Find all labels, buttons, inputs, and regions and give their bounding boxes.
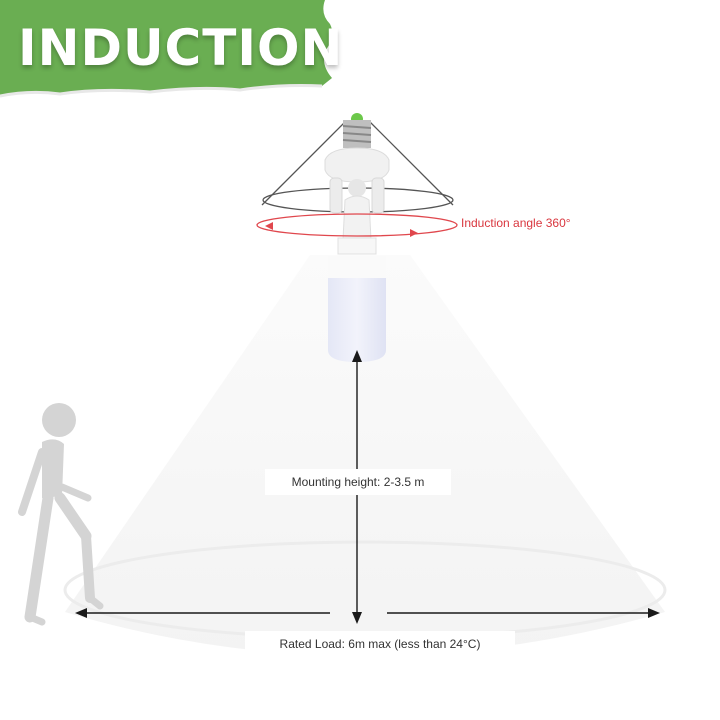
rated-load-label: Rated Load: 6m max (less than 24°C): [245, 631, 515, 657]
induction-angle-ring: [256, 213, 458, 237]
banner-background: [0, 0, 333, 98]
detection-range-arrows: [75, 608, 660, 618]
mounting-height-label: Mounting height: 2-3.5 m: [265, 469, 451, 495]
sensor-bulb: [324, 113, 390, 362]
person-silhouette-icon: [18, 403, 104, 626]
banner-title: INDUCTION: [18, 19, 344, 77]
induction-angle-label: Induction angle 360°: [461, 216, 571, 230]
